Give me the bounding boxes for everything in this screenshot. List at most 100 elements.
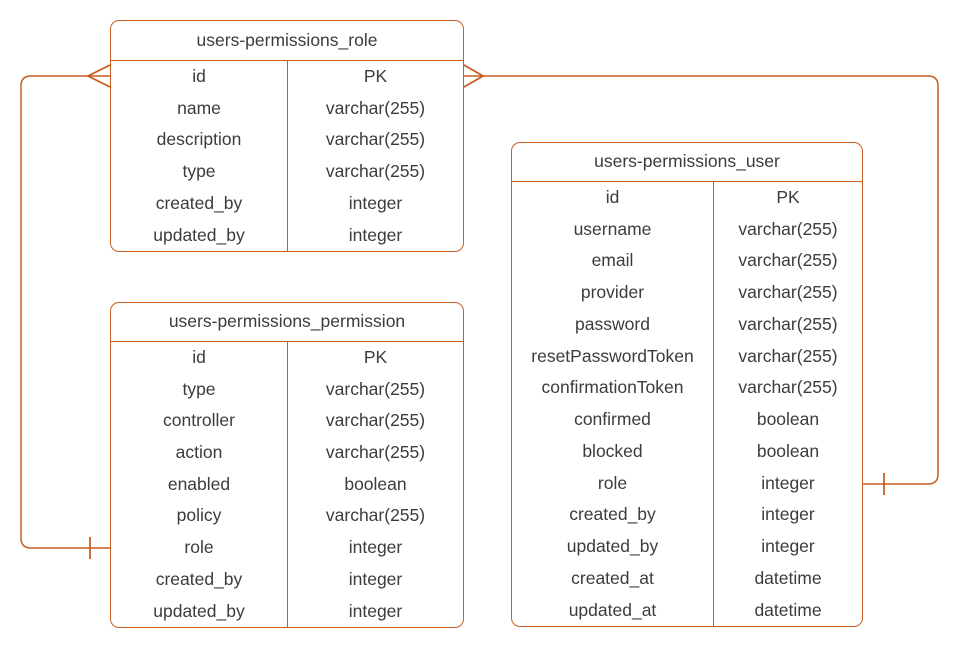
table-row: created_at datetime [512, 562, 862, 595]
field-name: name [177, 97, 221, 118]
field-name: email [591, 250, 634, 271]
field-name: description [156, 129, 242, 150]
field-name: created_at [571, 567, 654, 588]
field-type: boolean [287, 468, 463, 501]
field-name: updated_at [568, 599, 657, 620]
field-name: type [182, 161, 216, 182]
entity-table-users-permissions-permission: users-permissions_permission id PK type var… [110, 302, 464, 628]
field-type: datetime [713, 594, 862, 626]
table-row: created_by integer [111, 187, 463, 220]
field-type: varchar(255) [287, 500, 463, 532]
field-type: varchar(255) [287, 155, 463, 188]
table-row: username varchar(255) [512, 213, 862, 245]
field-name: provider [580, 282, 645, 303]
table-title: users-permissions_role [111, 21, 463, 61]
field-type: varchar(255) [287, 124, 463, 156]
field-name: username [573, 218, 652, 239]
field-type: PK [287, 60, 463, 93]
connector-line [464, 75, 939, 485]
table-row: role integer [111, 531, 463, 564]
field-type: varchar(255) [287, 436, 463, 469]
table-row: password varchar(255) [512, 308, 862, 341]
connector-line [20, 75, 110, 549]
table-row: updated_by integer [111, 219, 463, 251]
table-row: resetPasswordToken varchar(255) [512, 340, 862, 372]
table-row: email varchar(255) [512, 245, 862, 277]
field-name: password [575, 313, 650, 334]
field-name: blocked [582, 440, 643, 461]
field-name: type [182, 378, 216, 399]
field-name: resetPasswordToken [531, 345, 694, 366]
field-type: varchar(255) [713, 308, 862, 341]
field-type: varchar(255) [287, 92, 463, 124]
field-name: updated_by [153, 224, 245, 245]
relation-role-to-user [463, 64, 939, 495]
field-type: PK [287, 341, 463, 374]
field-type: varchar(255) [287, 373, 463, 405]
field-name: confirmed [574, 409, 651, 430]
table-row: type varchar(255) [111, 373, 463, 405]
field-name: controller [163, 410, 235, 431]
table-row: policy varchar(255) [111, 500, 463, 532]
table-row: enabled boolean [111, 468, 463, 501]
table-row: action varchar(255) [111, 436, 463, 469]
crows-foot-many-icon [85, 64, 111, 88]
field-type: integer [287, 563, 463, 596]
table-row: id PK [111, 341, 463, 374]
field-name: created_by [155, 568, 243, 589]
field-type: varchar(255) [713, 213, 862, 245]
table-row: updated_by integer [512, 530, 862, 563]
field-type: integer [287, 531, 463, 564]
table-row: provider varchar(255) [512, 276, 862, 309]
field-name: updated_by [566, 536, 659, 557]
table-row: id PK [111, 60, 463, 93]
table-row: created_by integer [111, 563, 463, 596]
field-name: policy [176, 505, 222, 526]
field-name: updated_by [153, 600, 245, 621]
table-row: updated_at datetime [512, 594, 862, 626]
table-row: description varchar(255) [111, 124, 463, 156]
field-type: integer [287, 595, 463, 627]
field-name: action [175, 442, 223, 463]
field-type: integer [713, 467, 862, 499]
field-type: varchar(255) [713, 372, 862, 404]
field-type: integer [287, 187, 463, 220]
table-row: name varchar(255) [111, 92, 463, 124]
table-title: users-permissions_user [512, 143, 862, 182]
table-row: type varchar(255) [111, 155, 463, 188]
table-row: updated_by integer [111, 595, 463, 627]
table-body: id PK name varchar(255) description varchar(2… [111, 60, 463, 251]
field-type: boolean [713, 435, 862, 468]
table-row: blocked boolean [512, 435, 862, 468]
field-type: varchar(255) [713, 245, 862, 277]
crows-foot-many-icon [463, 64, 485, 88]
field-name: role [597, 472, 628, 493]
field-name: enabled [167, 473, 231, 494]
field-name: role [184, 537, 214, 558]
field-name: created_by [569, 504, 656, 525]
entity-table-users-permissions-role: users-permissions_role id PK name varchar(2… [110, 20, 464, 252]
table-row: created_by integer [512, 499, 862, 531]
field-name: id [192, 346, 206, 367]
field-name: confirmationToken [541, 377, 684, 398]
field-name: id [192, 65, 206, 86]
table-row: role integer [512, 467, 862, 499]
field-type: integer [287, 219, 463, 251]
field-type: integer [713, 530, 862, 563]
field-type: varchar(255) [713, 340, 862, 372]
field-type: boolean [713, 403, 862, 436]
table-title: users-permissions_permission [111, 303, 463, 342]
field-type: PK [713, 181, 862, 214]
field-type: integer [713, 499, 862, 531]
table-row: confirmationToken varchar(255) [512, 372, 862, 404]
field-type: datetime [713, 562, 862, 595]
field-type: varchar(255) [713, 276, 862, 309]
field-name: created_by [155, 192, 243, 213]
